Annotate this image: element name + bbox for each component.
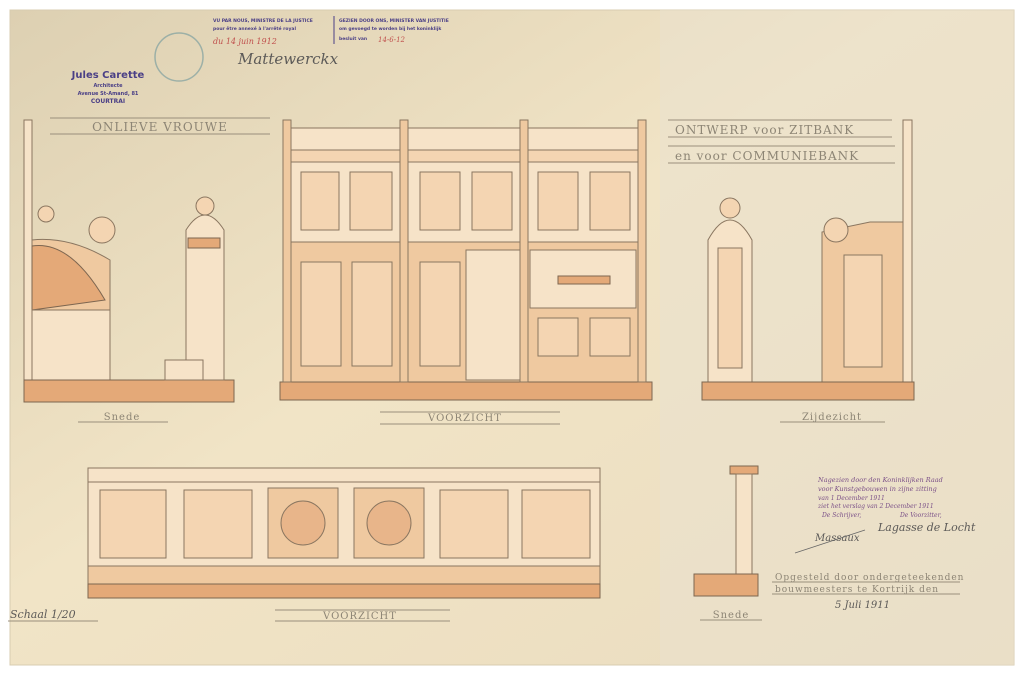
signature-president: Lagasse de Locht [877, 521, 976, 534]
seal-stamp [154, 32, 204, 82]
svg-text:en voor COMMUNIEBANK: en voor COMMUNIEBANK [675, 149, 859, 163]
svg-text:voor Kunstgebouwen in zijne zi: voor Kunstgebouwen in zijne zitting [818, 485, 937, 493]
commission-approval-note: Nagezien door den Koninklijken Raad voor… [794, 476, 976, 554]
svg-text:van 1 December 1911: van 1 December 1911 [818, 495, 885, 502]
label-side-right: Zijdezicht [802, 412, 862, 423]
scale-label: Schaal 1/20 [10, 608, 76, 621]
label-front-top: VOORZICHT [427, 413, 502, 424]
svg-text:Architecte: Architecte [93, 83, 123, 89]
minister-signature: Mattewerckx [237, 50, 339, 68]
svg-text:Avenue St-Amand, 81: Avenue St-Amand, 81 [78, 91, 139, 97]
svg-text:Nagezien door den Koninklijken: Nagezien door den Koninklijken Raad [817, 476, 943, 484]
label-front-bottom: VOORZICHT [322, 611, 397, 622]
view-labels: Snede VOORZICHT Zijdezicht [78, 411, 885, 425]
svg-text:Opgesteld door ondergeteekende: Opgesteld door ondergeteekenden [775, 573, 964, 583]
svg-text:pour être annexé à l'arrêté ro: pour être annexé à l'arrêté royal [213, 25, 296, 32]
side-elevation-right [701, 119, 915, 401]
ministry-stamp: VU PAR NOUS, MINISTRE DE LA JUSTICE pour… [213, 16, 449, 68]
signature-secretary: Massaux [814, 533, 860, 544]
title-left: ONLIEVE VROUWE [50, 117, 270, 135]
title-right: ONTWERP voor ZITBANK en voor COMMUNIEBAN… [668, 119, 895, 164]
svg-text:De Schrijver,: De Schrijver, [821, 512, 861, 519]
svg-text:om gevoegd te worden bij het k: om gevoegd te worden bij het koninklijk [339, 26, 442, 32]
label-section-left: Snede [104, 412, 141, 423]
svg-text:ziet het verslag van 2 Decembe: ziet het verslag van 2 December 1911 [817, 503, 934, 510]
author-note: Opgesteld door ondergeteekenden bouwmees… [772, 573, 964, 611]
communion-rail-section [693, 465, 759, 597]
architect-stamp: Jules Carette Architecte Avenue St-Amand… [71, 70, 145, 105]
architect-name: Jules Carette [71, 70, 145, 81]
bottom-labels: Schaal 1/20 VOORZICHT Snede [8, 608, 762, 622]
section-drawing-left [23, 119, 235, 403]
svg-text:du 14 juin 1912: du 14 juin 1912 [213, 37, 277, 46]
svg-text:ONTWERP voor ZITBANK: ONTWERP voor ZITBANK [675, 123, 854, 137]
svg-text:bouwmeesters te Kortrijk den: bouwmeesters te Kortrijk den [775, 585, 939, 595]
front-elevation-bench [279, 119, 653, 401]
svg-text:14-6-12: 14-6-12 [378, 36, 406, 44]
svg-text:besluit van: besluit van [339, 36, 367, 42]
svg-text:ONLIEVE VROUWE: ONLIEVE VROUWE [92, 120, 228, 134]
svg-text:5 Juli 1911: 5 Juli 1911 [835, 600, 890, 611]
svg-text:VU PAR NOUS, MINISTRE DE LA JU: VU PAR NOUS, MINISTRE DE LA JUSTICE [213, 18, 313, 24]
svg-text:COURTRAI: COURTRAI [91, 98, 125, 105]
svg-text:GEZIEN DOOR ONS, MINISTER VAN: GEZIEN DOOR ONS, MINISTER VAN JUSTITIE [339, 18, 449, 24]
label-section-bottom: Snede [713, 610, 750, 621]
communion-rail-elevation [87, 467, 601, 599]
svg-text:De Voorzitter,: De Voorzitter, [899, 512, 942, 519]
